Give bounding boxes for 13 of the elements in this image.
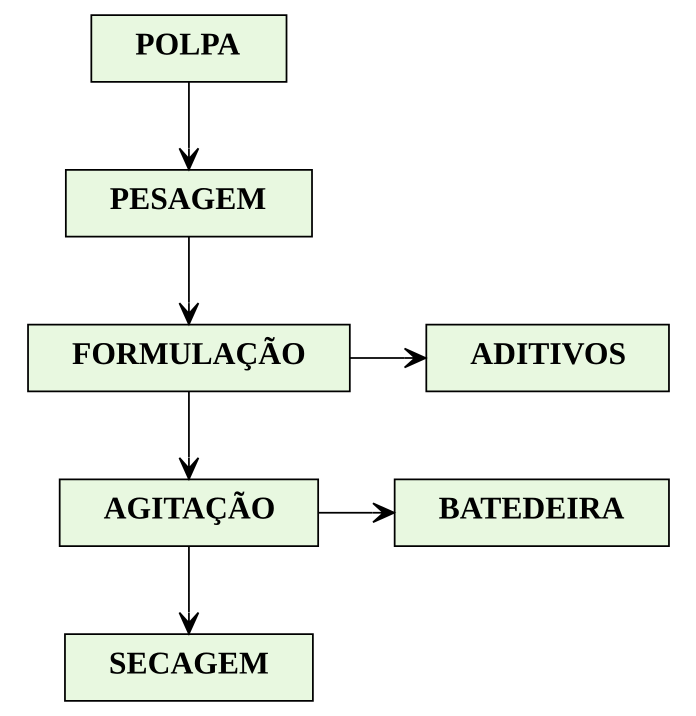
node-box: SECAGEM — [64, 633, 314, 702]
node-box: AGITAÇÃO — [58, 478, 319, 548]
arrow — [178, 237, 199, 326]
arrow — [178, 82, 199, 170]
node-box: PESAGEM — [64, 168, 312, 238]
arrow — [178, 546, 199, 635]
node-box: ADITIVOS — [424, 324, 670, 392]
arrow — [350, 348, 426, 368]
node-box: FORMULAÇÃO — [26, 324, 350, 392]
node-box: POLPA — [90, 14, 287, 83]
arrow — [318, 502, 394, 524]
arrow — [178, 392, 199, 480]
node-box: BATEDEIRA — [393, 478, 670, 548]
